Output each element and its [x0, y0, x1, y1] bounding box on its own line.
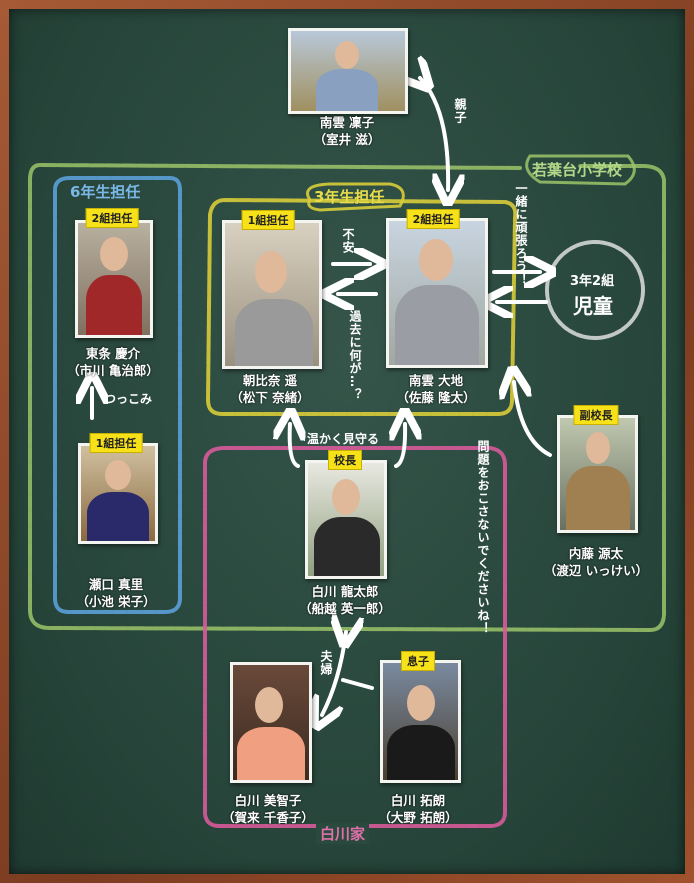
actor-name: （佐藤 隆太）	[396, 390, 476, 405]
arrow-parent-child	[420, 78, 448, 190]
name-ryutaro: 白川 龍太郎 （船越 英一郎）	[299, 583, 391, 617]
actor-name: （室井 滋）	[313, 132, 381, 147]
character-name: 白川 龍太郎	[311, 584, 379, 599]
name-rinko: 南雲 凜子 （室井 滋）	[314, 114, 381, 148]
relation-tsukkomi: つっこみ	[104, 392, 153, 406]
character-name: 東条 慶介	[85, 346, 141, 361]
grade3-outline	[205, 198, 518, 416]
name-keisuke: 東条 慶介 （市川 亀治郎）	[67, 345, 159, 379]
name-haruka: 朝比奈 遥 （松下 奈緒）	[230, 372, 309, 406]
character-name: 南雲 大地	[408, 373, 464, 388]
relation-anxiety: 不安	[341, 228, 355, 254]
relation-watch: 温かく見守る	[307, 432, 380, 446]
actor-name: （小池 栄子）	[76, 594, 156, 609]
photo-ryutaro	[305, 460, 387, 579]
grade6-label: 6年生担任	[70, 183, 141, 201]
name-daichi: 南雲 大地 （佐藤 隆太）	[396, 372, 475, 406]
class-circle-outline	[545, 240, 645, 340]
photo-rinko	[288, 28, 408, 114]
name-genta: 内藤 源太 （渡辺 いっけい）	[544, 545, 648, 579]
school-label-outline	[525, 154, 636, 186]
family-outline	[203, 446, 507, 828]
character-name: 内藤 源太	[568, 546, 624, 561]
relation-past: 過去に何が…？	[348, 310, 362, 401]
class-circle-line2: 児童	[573, 294, 613, 318]
name-michiko: 白川 美智子 （賀来 千香子）	[222, 792, 314, 826]
actor-name: （賀来 千香子）	[222, 810, 314, 825]
photo-mari	[78, 443, 158, 544]
badge-keisuke: 2組担任	[85, 208, 139, 228]
character-name: 朝比奈 遥	[242, 373, 298, 388]
badge-takuro: 息子	[401, 651, 435, 671]
badge-mari: 1組担任	[89, 433, 143, 453]
badge-daichi: 2組担任	[406, 209, 460, 229]
relation-couple: 夫婦	[319, 650, 333, 676]
family-label: 白川家	[316, 823, 370, 844]
name-takuro: 白川 拓朗 （大野 拓朗）	[378, 792, 457, 826]
arrow-couple	[322, 632, 346, 715]
grade6-outline	[53, 176, 182, 614]
photo-michiko	[230, 662, 312, 783]
actor-name: （渡辺 いっけい）	[543, 563, 649, 578]
arrow-watch-right	[396, 424, 405, 468]
arrow-son	[341, 678, 374, 690]
actor-name: （市川 亀治郎）	[67, 363, 159, 378]
school-label: 若葉台小学校	[532, 161, 623, 179]
photo-keisuke	[75, 220, 153, 338]
photo-takuro	[380, 660, 461, 783]
badge-ryutaro: 校長	[328, 450, 362, 470]
actor-name: （大野 拓朗）	[378, 810, 458, 825]
grade3-label: 3年生担任	[314, 188, 385, 206]
photo-genta	[557, 415, 638, 533]
photo-haruka	[222, 220, 322, 369]
relation-no-trouble: 問題をおこさないでくださいね！	[476, 440, 490, 635]
badge-haruka: 1組担任	[241, 210, 295, 230]
photo-daichi	[386, 218, 488, 368]
class-circle-line1: 3年2組	[570, 274, 615, 289]
actor-name: （松下 奈緒）	[230, 390, 310, 405]
character-name: 南雲 凜子	[319, 115, 375, 130]
relation-together: 一緒に頑張ろう！	[514, 182, 528, 286]
character-name: 瀬口 真里	[88, 577, 144, 592]
character-name: 白川 拓朗	[390, 793, 446, 808]
character-name: 白川 美智子	[234, 793, 302, 808]
arrow-vice-principal	[514, 382, 552, 457]
relation-parent-child: 親子	[453, 98, 467, 124]
name-mari: 瀬口 真里 （小池 栄子）	[76, 576, 155, 610]
arrow-watch-left	[290, 424, 298, 468]
actor-name: （船越 英一郎）	[299, 601, 391, 616]
badge-genta: 副校長	[573, 405, 619, 425]
